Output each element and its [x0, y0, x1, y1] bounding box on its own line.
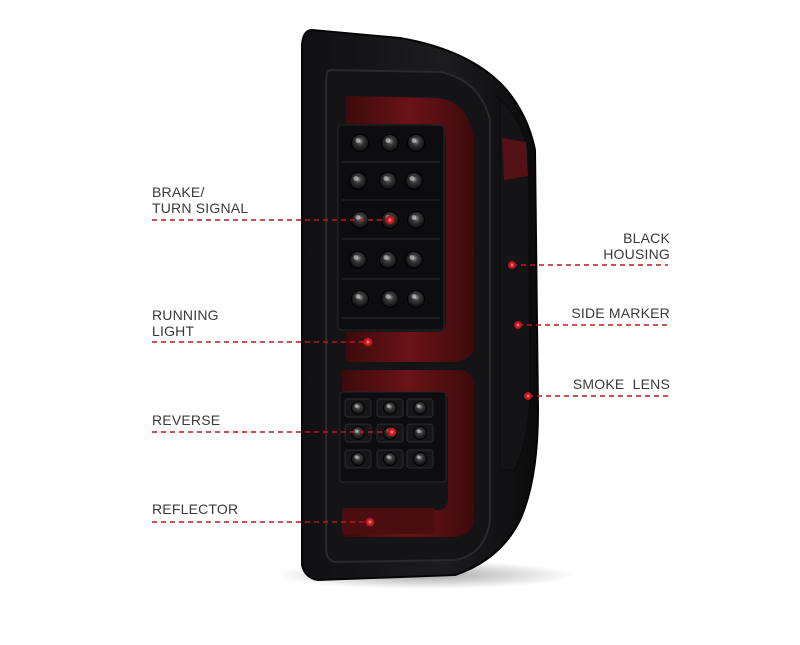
reverse-led-highlight [354, 429, 359, 433]
reverse-led-grid [344, 398, 434, 469]
reverse-led-highlight [416, 429, 421, 433]
running-light-bar [346, 96, 474, 362]
brake-led-highlight [353, 176, 359, 181]
reverse-led-highlight [416, 455, 421, 459]
brake-led-highlight [411, 294, 417, 299]
reverse-led [351, 401, 365, 415]
dot-side-marker [514, 321, 522, 329]
brake-led [349, 172, 367, 190]
brake-led-highlight [409, 176, 415, 181]
brake-led-highlight [411, 138, 417, 143]
brake-led [351, 290, 369, 308]
brake-led [379, 251, 397, 269]
label-reflector: REFLECTOR [152, 501, 239, 517]
brake-led [407, 211, 425, 229]
reverse-led [413, 452, 427, 466]
label-black-housing: BLACK HOUSING [603, 230, 670, 262]
reverse-led-highlight [354, 455, 359, 459]
brake-led-highlight [355, 294, 361, 299]
brake-led-highlight [355, 215, 361, 220]
reverse-led [383, 401, 397, 415]
brake-led [381, 134, 399, 152]
brake-led-grid [342, 134, 440, 319]
brake-led [349, 251, 367, 269]
reverse-led [413, 401, 427, 415]
reverse-led [351, 426, 365, 440]
reflector-strip [342, 508, 434, 534]
brake-led [381, 290, 399, 308]
dot-reflector [365, 517, 375, 527]
dot-housing [508, 261, 516, 269]
brake-led-highlight [411, 215, 417, 220]
reverse-led [383, 452, 397, 466]
reverse-led-highlight [354, 404, 359, 408]
brake-led-highlight [355, 138, 361, 143]
brake-led-highlight [409, 255, 415, 260]
label-side-marker: SIDE MARKER [571, 305, 670, 321]
brake-led [405, 251, 423, 269]
dot-brake [385, 215, 395, 225]
dot-smoke-lens [524, 392, 532, 400]
side-marker-red [502, 138, 528, 180]
brake-led [407, 134, 425, 152]
brake-led-highlight [353, 255, 359, 260]
reverse-led [413, 426, 427, 440]
label-reverse: REVERSE [152, 412, 221, 428]
dot-running [363, 337, 373, 347]
leader-lines [152, 219, 668, 523]
brake-led-highlight [383, 255, 389, 260]
brake-led [405, 172, 423, 190]
brake-led-highlight [383, 176, 389, 181]
callout-dots [363, 215, 532, 527]
label-running-light: RUNNING LIGHT [152, 307, 219, 339]
reverse-led-highlight [386, 404, 391, 408]
reverse-led-highlight [416, 404, 421, 408]
label-brake-turn-signal: BRAKE/ TURN SIGNAL [152, 184, 249, 216]
brake-led [379, 172, 397, 190]
label-smoke-lens: SMOKE LENS [572, 376, 670, 392]
brake-led-highlight [385, 138, 391, 143]
reverse-led-highlight [386, 455, 391, 459]
brake-led-highlight [385, 294, 391, 299]
dot-reverse [387, 427, 397, 437]
brake-led [407, 290, 425, 308]
reverse-led [351, 452, 365, 466]
brake-led [351, 134, 369, 152]
